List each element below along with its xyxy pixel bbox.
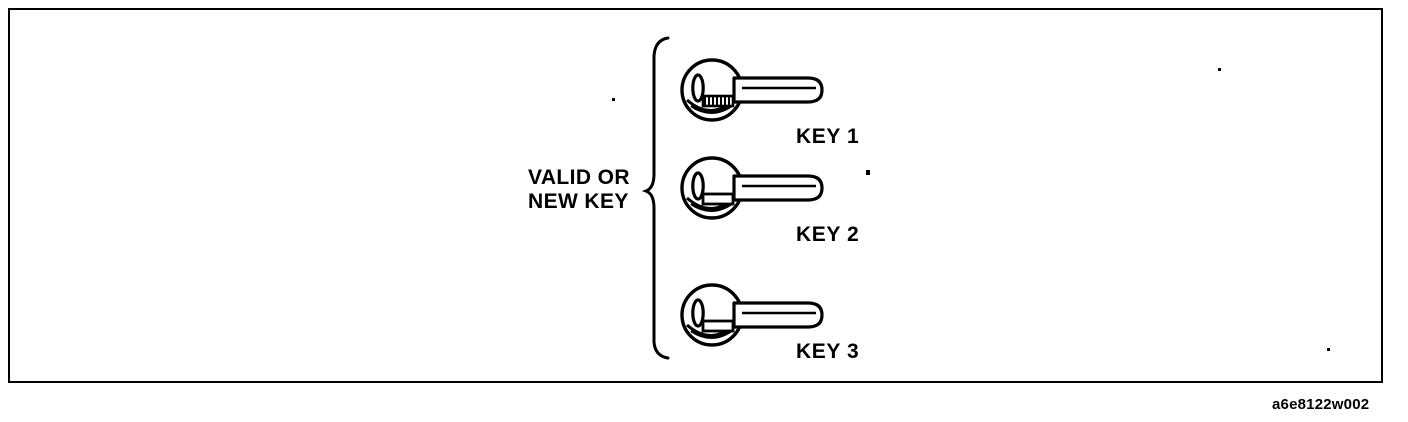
key-badge-hatched-1: [701, 94, 735, 108]
group-label-valid-or-new-key: VALID OR NEW KEY: [528, 166, 630, 214]
key-label-3: KEY 3: [796, 340, 860, 363]
key-badge-plain-2: [701, 192, 735, 206]
group-label-line-2: NEW KEY: [528, 190, 629, 213]
figure-id-code: a6e8122w002: [1272, 396, 1370, 413]
key-graphic-3: [680, 283, 824, 347]
figure-border-frame: [8, 8, 1383, 383]
scan-speckle: [1218, 68, 1221, 71]
key-label-2: KEY 2: [796, 223, 860, 246]
key-badge-plain-3: [701, 319, 735, 333]
valid-or-new-key-brace: [641, 36, 670, 360]
key-graphic-2: [680, 156, 824, 220]
scan-speckle: [866, 170, 870, 175]
group-label-line-1: VALID OR: [528, 166, 630, 189]
scan-speckle: [1327, 348, 1330, 351]
key-graphic-1: [680, 58, 824, 122]
scan-speckle: [612, 98, 615, 101]
key-label-1: KEY 1: [796, 125, 860, 148]
